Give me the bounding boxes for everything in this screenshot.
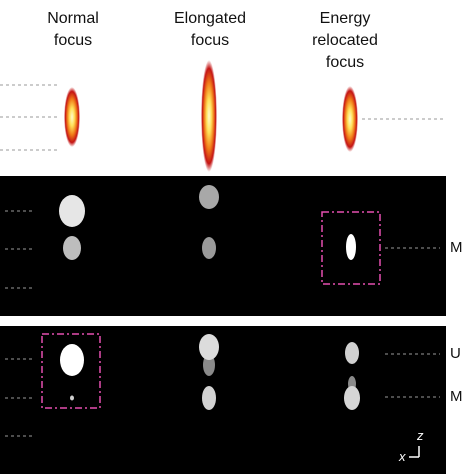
- row-label-bottom-M: M: [450, 388, 463, 405]
- top-dashed-guides: [0, 84, 446, 151]
- column-title-energy-relocated: Energy relocated focus: [312, 10, 378, 71]
- elongated-bottom-spot-upper-shadow: [203, 354, 215, 376]
- elongated-focus-shape: [201, 60, 217, 172]
- axis-label-x: x: [399, 449, 406, 464]
- energy-relocated-focus-shape: [342, 86, 358, 152]
- elongated-bottom-spot-lower: [202, 386, 216, 410]
- normal-bottom-spot: [60, 344, 84, 376]
- axis-label-z: z: [417, 428, 424, 443]
- bottom-dashed-guides: [5, 353, 440, 437]
- normal-mid-spot-upper: [59, 195, 85, 227]
- middle-dashed-guides: [5, 210, 440, 289]
- elongated-mid-spot-lower: [202, 237, 216, 259]
- bottom-highlight-box: [41, 333, 101, 409]
- column-title-elongated: Elongated focus: [173, 10, 247, 49]
- energy-relocated-mid-spot: [346, 234, 356, 260]
- middle-highlight-box: [321, 211, 381, 285]
- normal-mid-spot-lower: [63, 236, 81, 260]
- column-title-normal: Normal focus: [47, 10, 99, 49]
- normal-bottom-dot: [70, 395, 74, 401]
- elongated-bottom-spot-upper: [199, 334, 219, 360]
- row-label-bottom-U: U: [450, 345, 461, 362]
- energy-relocated-bottom-spot-upper: [345, 342, 359, 364]
- axis-indicator-arrows: [409, 446, 420, 458]
- normal-focus-shape: [64, 87, 80, 147]
- energy-relocated-bottom-spot-lower: [344, 386, 360, 410]
- row-label-middle-M: M: [450, 239, 463, 256]
- elongated-mid-spot-upper: [199, 185, 219, 209]
